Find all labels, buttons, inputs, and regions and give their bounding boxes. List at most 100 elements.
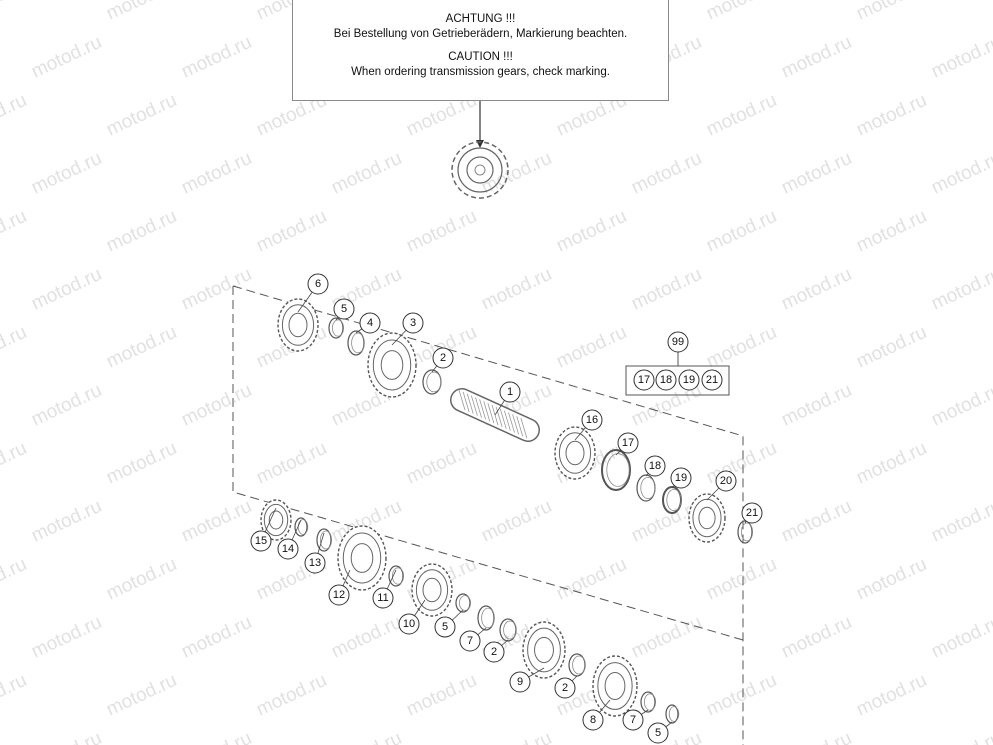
gear-3: [367, 332, 417, 398]
watermark-text: motod.ru: [0, 322, 30, 373]
kit-item-18: 18: [660, 374, 672, 386]
bushing-2b: [499, 618, 517, 642]
kit-items: 99 17 18 19 21: [633, 331, 723, 391]
watermark-text: motod.ru: [703, 90, 780, 141]
callout-number: 19: [675, 472, 687, 484]
callout-number: 18: [649, 460, 661, 472]
washer-11: [388, 565, 404, 587]
watermark-text: motod.ru: [853, 554, 930, 605]
watermark-text: motod.ru: [703, 0, 780, 25]
watermark-text: motod.ru: [478, 264, 555, 315]
callout-number: 15: [255, 535, 267, 547]
watermark-text: motod.ru: [253, 206, 330, 257]
callout-number: 14: [282, 543, 294, 555]
watermark-text: motod.ru: [178, 264, 255, 315]
watermark-text: motod.ru: [0, 554, 30, 605]
bushing-7: [477, 605, 495, 631]
callout-19: 19: [670, 467, 692, 489]
callout-6: 6: [307, 273, 329, 295]
watermark-text: motod.ru: [553, 206, 630, 257]
callout-5: 5: [333, 298, 355, 320]
watermark-text: motod.ru: [778, 380, 855, 431]
callout-number: 10: [403, 618, 415, 630]
callout-number: 3: [410, 317, 416, 329]
callout-number: 2: [491, 646, 497, 658]
watermark-text: motod.ru: [328, 728, 405, 745]
callout-4: 4: [359, 312, 381, 334]
callout-5: 5: [434, 616, 456, 638]
watermark-text: motod.ru: [703, 206, 780, 257]
ring-4: [347, 330, 365, 356]
kit-label: 99: [672, 336, 684, 348]
callout-number: 7: [630, 714, 636, 726]
callout-number: 5: [655, 727, 661, 739]
watermark-text: motod.ru: [628, 148, 705, 199]
watermark-text: motod.ru: [253, 670, 330, 721]
spacer-18: [636, 474, 656, 502]
watermark-text: motod.ru: [703, 554, 780, 605]
gear-10: [411, 563, 453, 617]
watermark-text: motod.ru: [928, 728, 993, 745]
callout-17: 17: [617, 432, 639, 454]
callout-number: 2: [562, 682, 568, 694]
watermark-text: motod.ru: [103, 206, 180, 257]
callout-2: 2: [554, 677, 576, 699]
callout-number: 7: [467, 635, 473, 647]
watermark-text: motod.ru: [178, 148, 255, 199]
callout-3: 3: [402, 312, 424, 334]
callout-number: 5: [442, 621, 448, 633]
watermark-text: motod.ru: [853, 438, 930, 489]
callout-10: 10: [398, 613, 420, 635]
watermark-text: motod.ru: [778, 728, 855, 745]
watermark-text: motod.ru: [178, 496, 255, 547]
watermark-text: motod.ru: [853, 90, 930, 141]
watermark-text: motod.ru: [103, 0, 180, 25]
callout-number: 12: [333, 589, 345, 601]
watermark-text: motod.ru: [778, 32, 855, 83]
callout-number: 17: [622, 437, 634, 449]
watermark-text: motod.ru: [928, 496, 993, 547]
callout-number: 6: [315, 278, 321, 290]
watermark-text: motod.ru: [928, 612, 993, 663]
callout-21: 21: [741, 502, 763, 524]
marking-detail-gear: [451, 141, 509, 199]
lock-washer-21: [737, 520, 754, 544]
watermark-text: motod.ru: [853, 322, 930, 373]
callout-number: 20: [720, 475, 732, 487]
watermark-text: motod.ru: [178, 380, 255, 431]
watermark-text: motod.ru: [0, 90, 30, 141]
watermark-text: motod.ru: [928, 148, 993, 199]
callout-11: 11: [372, 587, 394, 609]
watermark-text: motod.ru: [778, 612, 855, 663]
watermark-text: motod.ru: [703, 438, 780, 489]
watermark-text: motod.ru: [103, 322, 180, 373]
watermark-text: motod.ru: [853, 206, 930, 257]
assembly-outline: [232, 285, 744, 745]
callout-20: 20: [715, 470, 737, 492]
watermark-text: motod.ru: [0, 206, 30, 257]
kit-group: [625, 352, 730, 396]
callout-12: 12: [328, 584, 350, 606]
watermark-text: motod.ru: [0, 670, 30, 721]
callout-18: 18: [644, 455, 666, 477]
watermark-text: motod.ru: [103, 90, 180, 141]
callout-number: 13: [309, 557, 321, 569]
notice-heading-en: CAUTION !!!: [448, 51, 513, 63]
notice-text-en: When ordering transmission gears, check …: [351, 66, 610, 78]
callout-8: 8: [582, 709, 604, 731]
watermark-text: motod.ru: [178, 612, 255, 663]
kit-item-17: 17: [638, 374, 650, 386]
watermark-text: motod.ru: [103, 554, 180, 605]
bushing-2: [422, 369, 442, 395]
bearing-16: [554, 426, 596, 480]
caution-notice: ACHTUNG !!! Bei Bestellung von Getrieber…: [292, 0, 669, 101]
watermark-text: motod.ru: [253, 438, 330, 489]
watermark-text: motod.ru: [553, 554, 630, 605]
watermark-text: motod.ru: [928, 264, 993, 315]
watermark-text: motod.ru: [553, 322, 630, 373]
watermark-text: motod.ru: [628, 264, 705, 315]
notice-text-de: Bei Bestellung von Getrieberädern, Marki…: [333, 28, 628, 40]
callout-9: 9: [509, 671, 531, 693]
